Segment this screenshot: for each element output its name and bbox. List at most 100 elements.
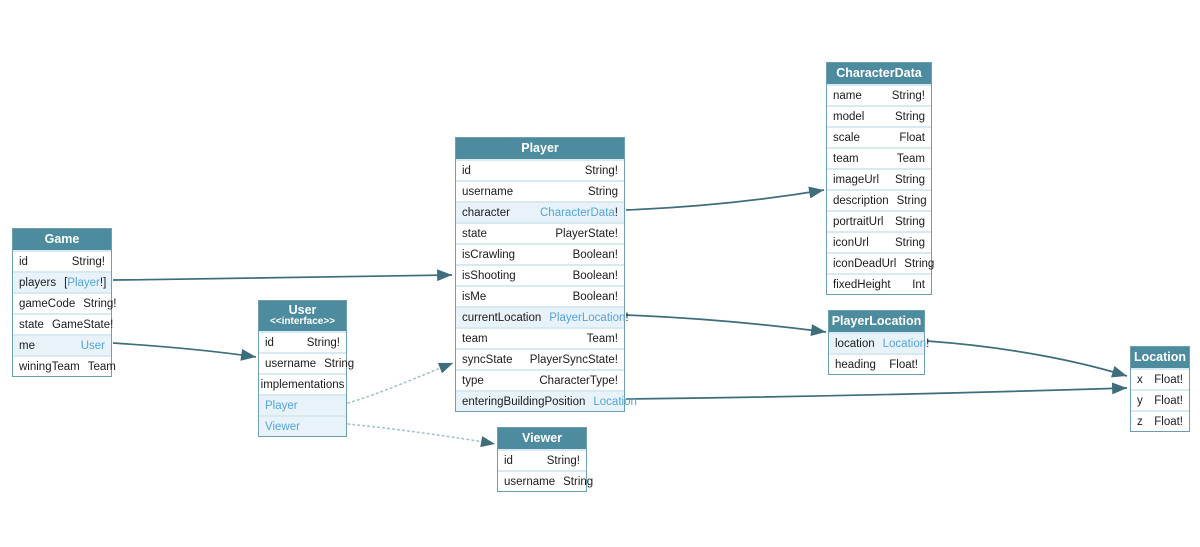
type-link[interactable]: CharacterData (540, 206, 615, 219)
table-header-user[interactable]: User<<interface>> (259, 301, 346, 331)
field-name: model (833, 110, 865, 123)
field-type: Float! (1154, 415, 1183, 428)
type-suffix: ! (614, 206, 618, 219)
type-link[interactable]: Location (593, 395, 637, 408)
type-link[interactable]: Player (265, 399, 298, 412)
table-title: CharacterData (836, 65, 922, 80)
field-name: name (833, 89, 862, 102)
type-link[interactable]: User (80, 339, 105, 352)
field-type: String! (546, 454, 580, 467)
table-title: User (288, 303, 317, 318)
field-name: team (833, 152, 859, 165)
field-name: isCrawling (462, 248, 516, 261)
type-link[interactable]: Player (67, 276, 100, 289)
edge-user-viewer-to-viewer (347, 423, 496, 448)
implementation-row-viewer[interactable]: Viewer (259, 415, 346, 436)
field-type: Team! (586, 332, 618, 345)
field-type: String! (83, 297, 117, 310)
table-header-location[interactable]: Location (1131, 347, 1189, 368)
type-suffix: ! (926, 337, 930, 350)
field-type: Team (87, 360, 116, 373)
field-name: syncState (462, 353, 513, 366)
table-header-characterdata[interactable]: CharacterData (827, 63, 931, 84)
table-header-game[interactable]: Game (13, 229, 111, 250)
section-label-text: implementations (260, 378, 345, 391)
edge-game-players-to-player (112, 269, 453, 282)
field-type: Int (912, 278, 925, 291)
field-type: Float (899, 131, 925, 144)
type-link[interactable]: Viewer (265, 420, 300, 433)
table-title: Game (44, 231, 80, 246)
table-header-viewer[interactable]: Viewer (498, 428, 586, 449)
section-label-implementations[interactable]: implementations (259, 373, 346, 394)
type-link[interactable]: Location (882, 337, 927, 350)
field-name: description (833, 194, 889, 207)
field-name: portraitUrl (833, 215, 884, 228)
table-title: PlayerLocation (831, 313, 922, 328)
type-link[interactable]: PlayerLocation (549, 311, 626, 324)
table-subtitle: <<interface>> (269, 316, 336, 328)
field-type: String (894, 173, 925, 186)
implementation-row-player[interactable]: Player (259, 394, 346, 415)
field-type: PlayerLocation! (549, 312, 628, 324)
edge-playerlocation-location-to-location (926, 340, 1128, 378)
field-type: String (324, 357, 355, 370)
table-title: Location (1133, 349, 1187, 364)
table-header-player[interactable]: Player (456, 138, 624, 159)
field-type: String (894, 236, 925, 249)
edge-game-me-to-user (112, 342, 257, 361)
edge-player-enteringbuildingposition-to-location (625, 382, 1128, 400)
field-row-location-x[interactable]: x Float! (1131, 368, 1189, 389)
field-type: Float! (1154, 373, 1183, 386)
field-row-game-players[interactable]: players[Player!] (13, 271, 111, 292)
edge-player-character-to-characterdata (625, 186, 825, 211)
field-name: enteringBuildingPosition (462, 395, 586, 408)
table-header-playerlocation[interactable]: PlayerLocation (829, 311, 924, 332)
field-name: id (19, 255, 28, 268)
field-row-game-id[interactable]: id String! (13, 250, 111, 271)
field-name: x (1137, 373, 1143, 386)
field-type: String! (71, 255, 105, 268)
field-row-player-enteringBuildingPosition[interactable]: enteringBuildingPosition Location (456, 390, 637, 411)
edge-player-currentlocation-to-playerlocation (625, 314, 827, 336)
